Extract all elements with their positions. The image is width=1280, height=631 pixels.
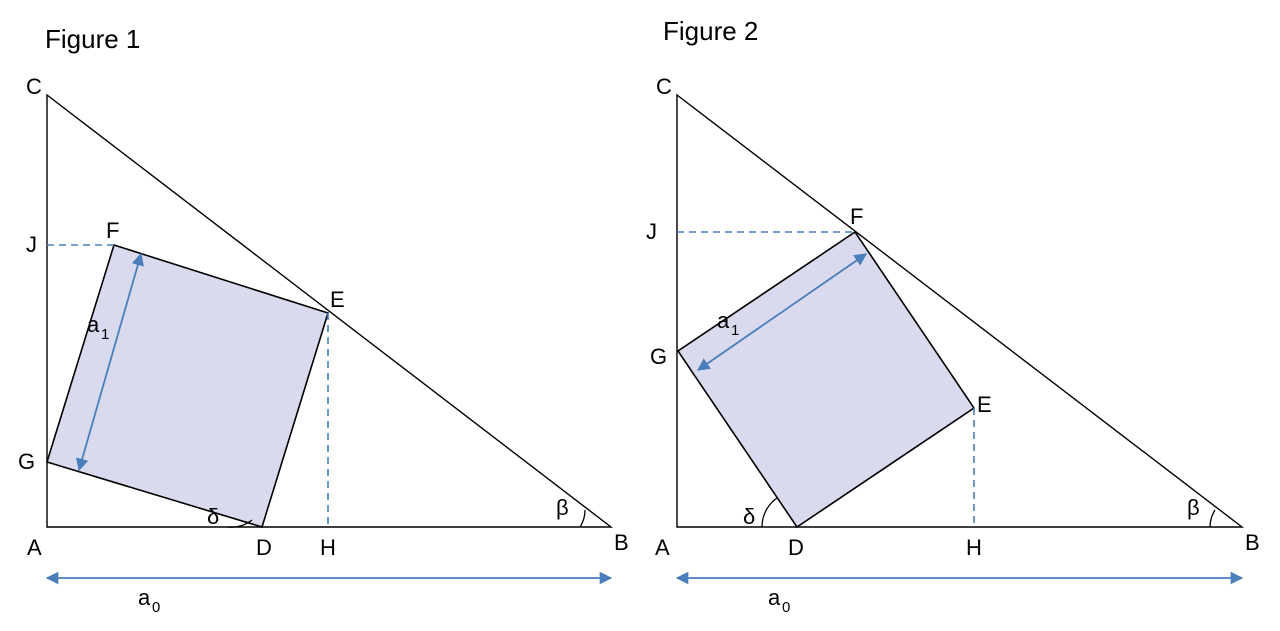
side-a1-arrow (76, 252, 144, 472)
side-a1-subscript: 1 (101, 326, 109, 343)
square-defg (45, 243, 329, 528)
angle-beta-label: β (1187, 495, 1200, 520)
vertex-h-label: H (966, 535, 982, 560)
base-a0-label: a (138, 585, 151, 610)
angle-beta-arc (579, 509, 586, 528)
figure-1-title: Figure 1 (45, 24, 140, 54)
angle-delta-label: δ (743, 504, 755, 529)
vertex-g-label: G (650, 344, 667, 369)
vertex-j-label: J (646, 219, 657, 244)
triangle-abc (46, 93, 614, 528)
square-defg (676, 230, 976, 529)
figure-2: Figure 2 C J F E G A D H B δ β a 1 a 0 (646, 16, 1260, 616)
vertex-b-label: B (1245, 530, 1260, 555)
vertex-b-label: B (614, 530, 629, 555)
side-a1-label: a (717, 308, 730, 333)
side-a1-subscript: 1 (731, 322, 739, 339)
base-a0-label: a (768, 585, 781, 610)
vertex-d-label: D (256, 535, 272, 560)
angle-beta-arc (1209, 509, 1216, 528)
vertex-e-label: E (977, 392, 992, 417)
base-a0-subscript: 0 (782, 599, 790, 616)
vertex-c-label: C (656, 74, 672, 99)
base-a0-subscript: 0 (152, 599, 160, 616)
vertex-a-label: A (27, 535, 42, 560)
side-a1-label: a (87, 312, 100, 337)
vertex-j-label: J (26, 232, 37, 257)
figure-2-title: Figure 2 (663, 16, 758, 46)
vertex-h-label: H (320, 535, 336, 560)
vertex-c-label: C (26, 74, 42, 99)
angle-delta-arc (761, 497, 778, 528)
angle-delta-label: δ (207, 504, 219, 529)
angle-delta-arc (227, 519, 253, 528)
vertex-d-label: D (788, 535, 804, 560)
side-a1-arrow (696, 253, 868, 371)
vertex-a-label: A (655, 535, 670, 560)
angle-beta-label: β (556, 495, 569, 520)
triangle-abc (676, 93, 1245, 528)
vertex-e-label: E (330, 287, 345, 312)
vertex-f-label: F (106, 218, 119, 243)
vertex-f-label: F (850, 204, 863, 229)
vertex-g-label: G (18, 449, 35, 474)
figure-1: Figure 1 C J F E G A D H B δ β a 1 a 0 (18, 24, 629, 616)
